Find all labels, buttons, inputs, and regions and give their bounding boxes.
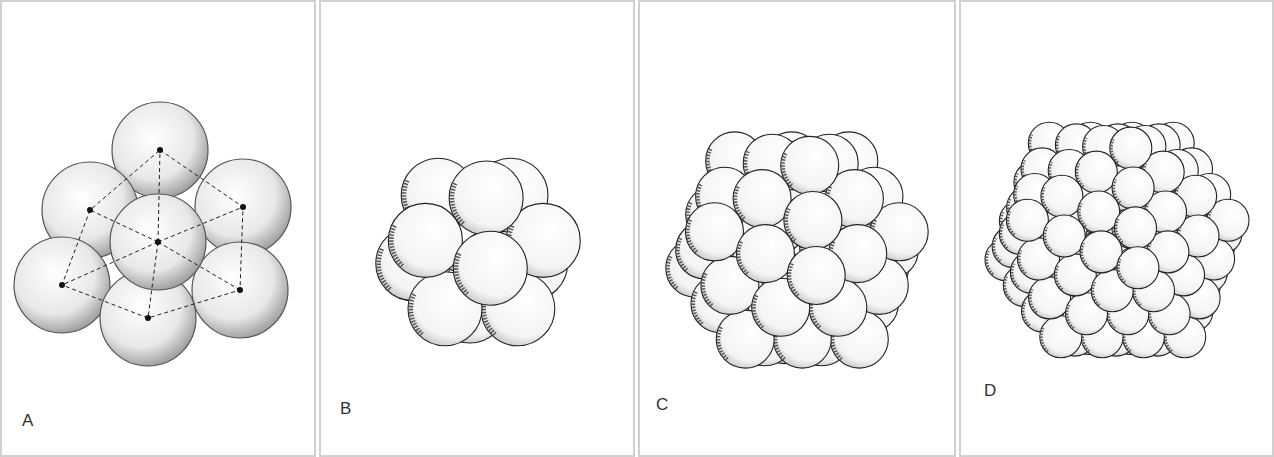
sphere-hatching [693, 292, 702, 324]
sphere-hatching [1041, 328, 1047, 351]
sphere-hatching [1008, 212, 1014, 235]
sphere [781, 136, 839, 194]
panel-letter: B [340, 400, 351, 417]
sphere [388, 203, 462, 277]
sphere [192, 242, 288, 338]
sphere-hatching [688, 220, 697, 252]
sphere [787, 247, 845, 305]
sphere [733, 170, 791, 228]
dashed-line [158, 207, 243, 242]
sphere [736, 225, 794, 283]
sphere-hatching [1067, 305, 1073, 328]
sphere [686, 203, 744, 261]
sphere [1043, 215, 1085, 257]
sphere [1112, 167, 1154, 209]
panel-frame [639, 1, 955, 456]
sphere [1080, 231, 1122, 273]
sphere-hatching [1023, 303, 1029, 326]
center-dot [145, 315, 151, 321]
dashed-line [158, 150, 160, 242]
sphere-group [14, 102, 291, 366]
dashed-line [158, 242, 240, 290]
sphere [784, 192, 842, 250]
panel-frame [1, 1, 315, 456]
sphere [110, 194, 206, 290]
sphere [1075, 151, 1117, 193]
sphere [1110, 127, 1152, 169]
sphere-hatching [411, 294, 422, 334]
dashed-line [62, 242, 158, 285]
sphere [14, 237, 110, 333]
center-dot [240, 204, 246, 210]
sphere [1117, 247, 1159, 289]
center-dot [87, 207, 93, 213]
sphere-hatching [1019, 251, 1025, 274]
sphere-group [376, 158, 580, 346]
dashed-outline [62, 150, 243, 318]
sphere-hatching [987, 251, 993, 274]
sphere [453, 231, 527, 305]
sphere-hatching [678, 238, 687, 270]
sphere-hatching [1119, 259, 1125, 282]
sphere-group [985, 122, 1249, 358]
panel-frame [960, 1, 1273, 456]
center-dot [157, 147, 163, 153]
sphere-hatching [790, 264, 799, 296]
sphere-hatching [668, 256, 677, 288]
sphere-hatching [1093, 282, 1099, 305]
panel-letter: A [22, 412, 33, 429]
sphere-hatching [754, 296, 763, 328]
sphere-hatching [703, 274, 712, 306]
sphere [1115, 207, 1157, 249]
sphere [195, 159, 291, 255]
sphere-hatching [1001, 225, 1007, 248]
dashed-line [148, 242, 158, 318]
center-dot [155, 239, 161, 245]
sphere-hatching [1056, 266, 1062, 289]
panel-letter: C [656, 396, 668, 413]
sphere-hatching [1030, 289, 1036, 312]
sphere-hatching [391, 225, 402, 265]
center-dot [59, 282, 65, 288]
sphere-hatching [739, 242, 748, 274]
panel-frame [320, 1, 634, 456]
sphere [1006, 199, 1048, 241]
panel-letter: D [984, 382, 996, 399]
sphere-hatching [379, 249, 390, 289]
sphere-hatching [994, 238, 1000, 261]
center-dot [237, 287, 243, 293]
sphere-hatching [719, 327, 728, 359]
dashed-line [90, 210, 158, 242]
sphere-group [666, 132, 928, 368]
sphere [449, 161, 523, 235]
sphere [1041, 175, 1083, 217]
sphere-hatching [1082, 243, 1088, 266]
sphere-hatching [1045, 228, 1051, 251]
sphere-hatching [456, 253, 467, 294]
sphere [1078, 191, 1120, 233]
sphere-hatching [1012, 264, 1018, 287]
sphere-hatching [1005, 277, 1011, 300]
